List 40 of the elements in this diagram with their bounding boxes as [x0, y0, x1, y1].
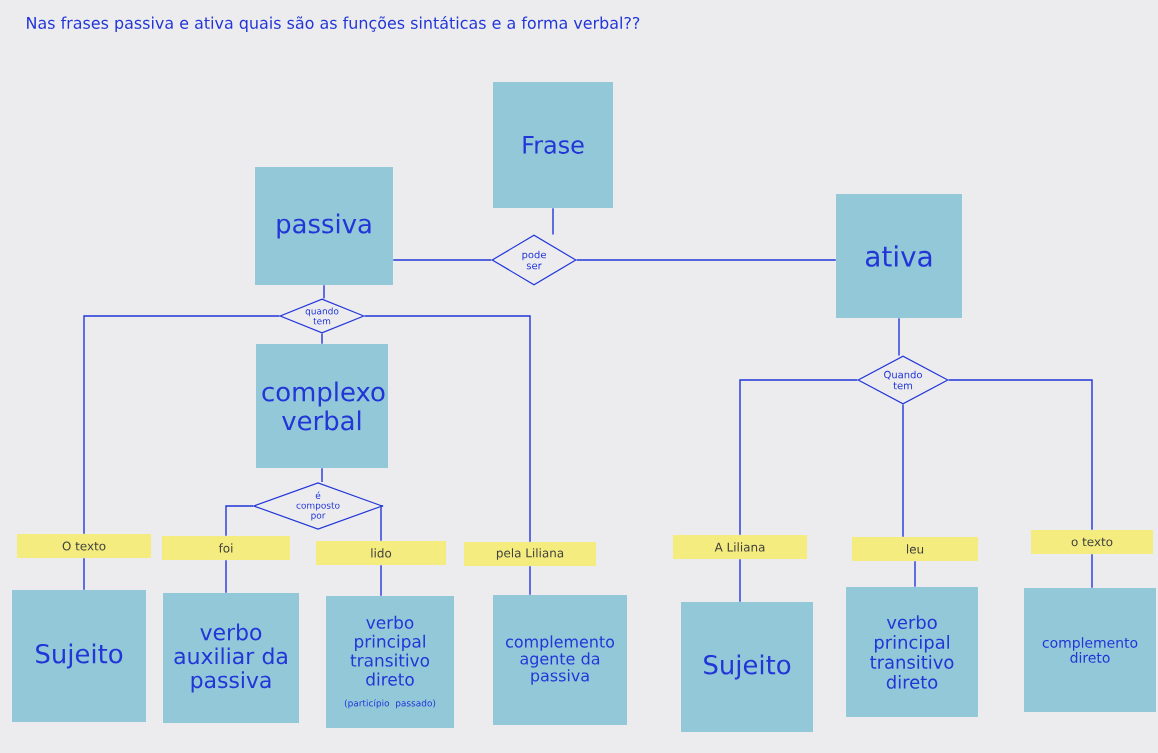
connector-line [947, 379, 1093, 531]
sticky-note: Sujeito [681, 602, 813, 732]
connector-line [225, 505, 254, 537]
sticky-note: verbo auxiliar da passiva [163, 593, 299, 723]
sticky-note: complemento agente da passiva [493, 595, 627, 725]
sticky-note: complemento direto [1024, 588, 1156, 712]
label-strip: foi [162, 536, 290, 560]
sticky-note: Sujeito [12, 590, 146, 722]
connector-line [83, 315, 281, 535]
connector-line [321, 332, 323, 345]
connector-line [323, 284, 325, 300]
connector-line [392, 259, 493, 261]
sticky-note: ativa [836, 194, 962, 318]
sticky-note: complexo verbal [256, 344, 388, 468]
connector-line [529, 565, 531, 596]
label-strip: O texto [17, 534, 151, 558]
connector-line [380, 564, 382, 597]
sticky-note: Frase [493, 82, 613, 208]
connector-line [321, 467, 323, 483]
sticky-note: verbo principal transitivo direto (particípio passado) [326, 596, 454, 728]
sticky-note: verbo principal transitivo direto [846, 587, 978, 717]
label-strip: lido [316, 541, 446, 565]
connector-line [898, 317, 900, 357]
label-strip: A Liliana [673, 535, 807, 559]
label-strip: pela Liliana [464, 542, 596, 566]
label-strip: o texto [1031, 530, 1153, 554]
connector-line [552, 207, 554, 236]
connector-line [380, 505, 384, 542]
label-strip: leu [852, 537, 978, 561]
connector-line [363, 315, 531, 543]
title: Nas frases passiva e ativa quais são as funções sintáticas e a forma verbal?? [27, 15, 640, 33]
connector-line [1091, 553, 1093, 589]
connector-line [225, 559, 227, 594]
connector-line [575, 259, 837, 261]
connector-line [83, 557, 85, 591]
sticky-note: passiva [255, 167, 393, 285]
connector-line [902, 403, 904, 538]
connector-line [739, 379, 859, 536]
connector-line [914, 560, 916, 588]
connector-line [739, 558, 741, 603]
